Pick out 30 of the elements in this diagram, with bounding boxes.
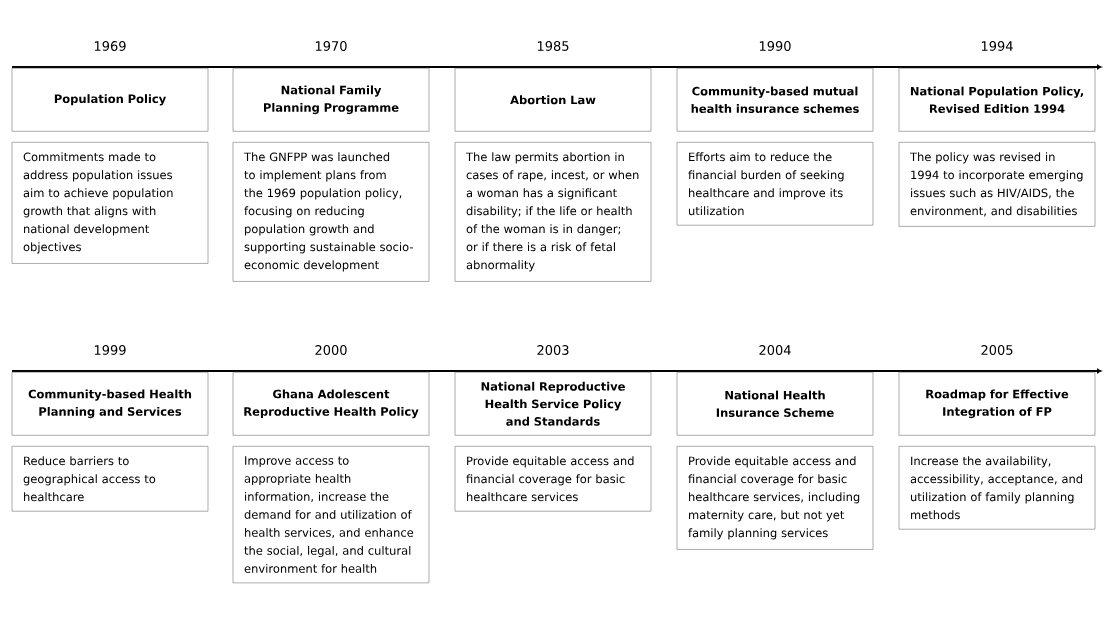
description-box: Provide equitable access and financial coverage for basic healthcare services [454, 446, 652, 512]
title-box: National Family Planning Programme [232, 68, 430, 132]
title-box: Abortion Law [454, 68, 652, 132]
description-box: Commitments made to address population issues aim to achieve population growth that aligns with national development objectives [11, 142, 209, 264]
description-box: Provide equitable access and financial coverage for basic healthcare services, including maternity care, but not yet family planning services [676, 446, 874, 550]
title-box: National Population Policy, Revised Edition 1994 [898, 68, 1096, 132]
title-box: Community-based Health Planning and Services [11, 372, 209, 436]
title-box: Population Policy [11, 68, 209, 132]
description-box: Efforts aim to reduce the financial burden of seeking healthcare and improve its utilization [676, 142, 874, 226]
description-box: The policy was revised in 1994 to incorporate emerging issues such as HIV/AIDS, the environment, and disabilities [898, 142, 1096, 227]
title-box: National Health Insurance Scheme [676, 372, 874, 436]
year-label: 1990 [759, 41, 791, 51]
description-box: The law permits abortion in cases of rape, incest, or when a woman has a significant disability; if the life or health of the woman is in danger; or if there is a risk of fetal abnormality [454, 142, 652, 282]
year-label: 2000 [315, 345, 347, 355]
year-label: 1985 [537, 41, 569, 51]
year-label: 2005 [981, 345, 1013, 355]
title-box: Roadmap for Effective Integration of FP [898, 372, 1096, 436]
description-box: Improve access to appropriate health information, increase the demand for and utilization of health services, and enhance the social, legal, and cultural environment for health [232, 446, 430, 584]
year-label: 2004 [759, 345, 791, 355]
year-label: 2003 [537, 345, 569, 355]
year-label: 1969 [94, 41, 126, 51]
description-box: Reduce barriers to geographical access to healthcare [11, 446, 209, 512]
title-box: Community-based mutual health insurance schemes [676, 68, 874, 132]
title-box: National Reproductive Health Service Policy and Standards [454, 372, 652, 436]
year-label: 1999 [94, 345, 126, 355]
year-label: 1994 [981, 41, 1013, 51]
year-label: 1970 [315, 41, 347, 51]
description-box: The GNFPP was launched to implement plans from the 1969 population policy, focusing on reducing population growth and supporting sustainable socio-economic development [232, 142, 430, 282]
description-box: Increase the availability, accessibility, acceptance, and utilization of family planning methods [898, 446, 1096, 530]
title-box: Ghana Adolescent Reproductive Health Policy [232, 372, 430, 436]
